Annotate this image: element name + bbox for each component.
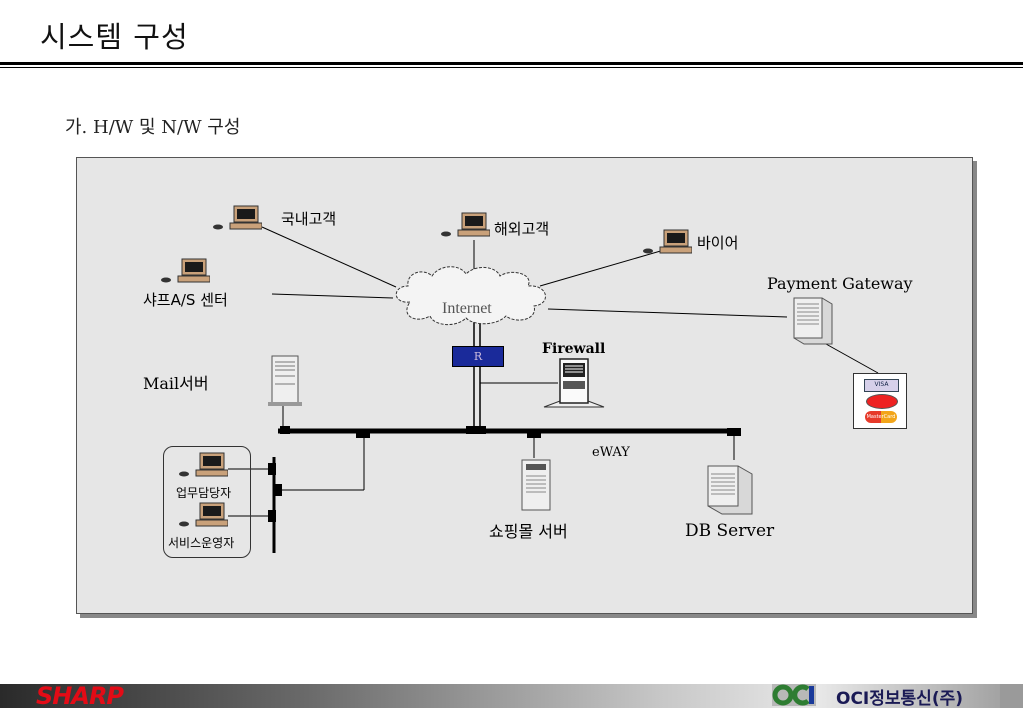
visa-card-icon: VISA xyxy=(864,379,899,392)
label-domestic-customer: 국내고객 xyxy=(281,210,337,228)
pc-icon xyxy=(441,212,490,237)
bus-tap xyxy=(274,484,282,496)
router-icon: R xyxy=(452,346,504,367)
mall-server-icon xyxy=(521,459,551,511)
page-title: 시스템 구성 xyxy=(40,20,189,54)
mail-server-icon xyxy=(268,355,302,406)
internet-cloud-icon xyxy=(395,266,546,325)
label-firewall: Firewall xyxy=(542,341,606,357)
bus-tap xyxy=(727,428,741,436)
label-payment-gateway: Payment Gateway xyxy=(767,274,913,293)
firewall-icon xyxy=(543,358,605,408)
section-subtitle: 가. H/W 및 N/W 구성 xyxy=(65,117,241,138)
title-rule-thin xyxy=(0,67,1023,68)
pc-icon xyxy=(161,258,210,283)
pc-icon xyxy=(179,502,228,527)
oci-company-name: OCI정보통신(주) xyxy=(836,689,963,709)
mastercard-icon: MasterCard xyxy=(865,411,897,423)
pc-icon xyxy=(643,229,692,254)
footer-bar xyxy=(0,684,1023,708)
bus-tap xyxy=(268,463,276,475)
label-staff-in-charge: 업무담당자 xyxy=(176,486,232,500)
link-asc-internet xyxy=(271,293,394,299)
link-payment-card xyxy=(825,343,879,374)
label-db-server: DB Server xyxy=(685,521,775,541)
pc-icon xyxy=(213,205,262,230)
title-rule-thick xyxy=(0,62,1023,65)
label-buyer: 바이어 xyxy=(697,234,739,252)
label-sharp-as-center: 샤프A/S 센터 xyxy=(143,291,228,309)
bus-tap xyxy=(356,432,370,438)
bus-tap xyxy=(527,432,541,438)
staff-group-box xyxy=(163,446,251,558)
label-eway: eWAY xyxy=(592,445,630,460)
label-service-operator: 서비스운영자 xyxy=(168,536,235,550)
payment-server-icon xyxy=(793,297,833,345)
diagram-frame xyxy=(76,157,973,614)
card-icon xyxy=(866,394,898,409)
label-overseas-customer: 해외고객 xyxy=(494,220,550,238)
pc-icon xyxy=(179,452,228,477)
sharp-logo: SHARP xyxy=(36,682,124,710)
link-internet-payment xyxy=(547,308,788,318)
bus-tap xyxy=(268,510,276,522)
card-logos-box: VISA MasterCard xyxy=(853,373,907,429)
footer-end-block xyxy=(1000,684,1023,708)
label-shopping-mall-server: 쇼핑몰 서버 xyxy=(489,522,568,541)
router-label: R xyxy=(473,350,483,363)
bus-tap xyxy=(466,426,486,434)
oci-logo-icon xyxy=(772,684,816,706)
link-domestic-internet xyxy=(261,226,397,288)
link-buyer-internet xyxy=(539,249,665,287)
bus-tap xyxy=(280,426,290,434)
cloud-label: Internet xyxy=(442,300,492,317)
db-server-icon xyxy=(707,465,753,515)
label-mail-server: Mail서버 xyxy=(143,374,209,393)
